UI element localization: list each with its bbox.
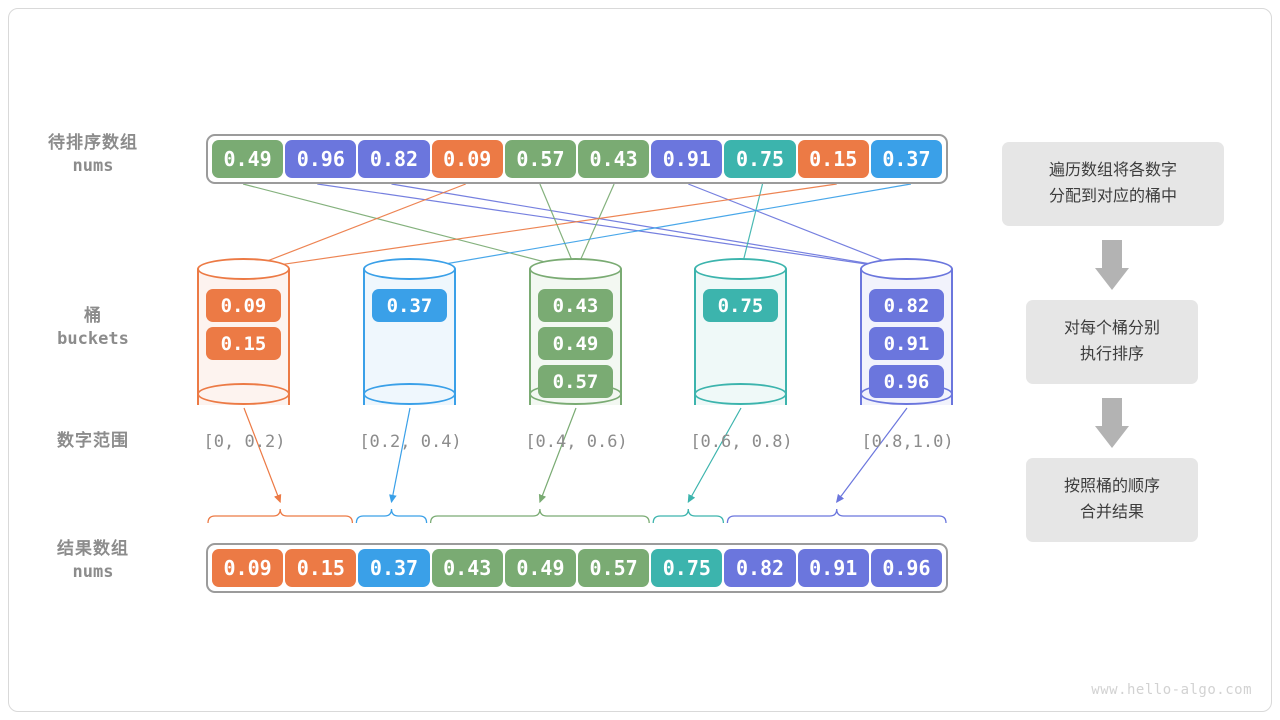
label-input-array: 待排序数组 nums	[8, 132, 178, 178]
bucket-range-label: [0, 0.2)	[203, 432, 286, 452]
step-box-1-line1: 遍历数组将各数字	[1048, 161, 1177, 179]
canvas-border	[8, 8, 1272, 712]
array-cell: 0.91	[797, 549, 869, 587]
array-cell: 0.57	[578, 549, 650, 587]
bucket-value: 0.09	[206, 289, 281, 322]
array-cell: 0.96	[285, 140, 357, 178]
label-result-array-cn: 结果数组	[57, 539, 129, 558]
watermark: www.hello-algo.com	[1091, 682, 1252, 698]
array-cell: 0.49	[504, 549, 577, 587]
bucket-range-label: [0.4, 0.6)	[525, 432, 628, 452]
array-cell: 0.43	[578, 140, 650, 178]
bucket-value: 0.37	[372, 289, 447, 322]
array-cell: 0.91	[651, 140, 723, 178]
bucket-cylinder: 0.37	[363, 258, 456, 418]
bucket-top	[363, 258, 456, 280]
bucket-bottom	[197, 383, 290, 405]
label-buckets-cn: 桶	[84, 306, 102, 325]
bucket-range-label: [0.6, 0.8)	[690, 432, 793, 452]
label-result-array-mono: nums	[72, 561, 114, 582]
bucket-items: 0.37	[372, 289, 447, 322]
label-buckets: 桶 buckets	[8, 305, 178, 351]
label-number-range-cn: 数字范围	[57, 431, 129, 450]
label-input-array-cn: 待排序数组	[48, 133, 138, 152]
label-buckets-mono: buckets	[57, 328, 129, 349]
bucket-top	[529, 258, 622, 280]
array-cell: 0.82	[724, 549, 796, 587]
array-cell: 0.49	[212, 140, 284, 178]
step-box-3-line2: 合并结果	[1079, 504, 1144, 521]
array-cell: 0.09	[212, 549, 284, 587]
step-box-1: 遍历数组将各数字 分配到对应的桶中	[1002, 142, 1224, 226]
bucket-value: 0.49	[538, 327, 613, 360]
array-cell: 0.37	[358, 549, 430, 587]
step-box-2: 对每个桶分别 执行排序	[1026, 300, 1198, 384]
bucket-cylinder: 0.43 0.49 0.57	[529, 258, 622, 418]
bucket-top	[197, 258, 290, 280]
label-input-array-mono: nums	[72, 155, 114, 176]
label-result-array: 结果数组 nums	[8, 538, 178, 584]
step-box-1-line2: 分配到对应的桶中	[1048, 188, 1177, 205]
bucket-items: 0.75	[703, 289, 778, 322]
bucket-items: 0.82 0.91 0.96	[869, 289, 944, 398]
bucket-value: 0.57	[538, 365, 613, 398]
array-cell: 0.15	[797, 140, 869, 178]
step-box-2-line1: 对每个桶分别	[1063, 319, 1160, 337]
bucket-value: 0.91	[869, 327, 944, 360]
array-cell: 0.82	[358, 140, 430, 178]
step-box-3-line1: 按照桶的顺序	[1063, 477, 1160, 495]
bucket-top	[694, 258, 787, 280]
bucket-top	[860, 258, 953, 280]
bucket-bottom	[694, 383, 787, 405]
bucket-range-label: [0.2, 0.4)	[359, 432, 462, 452]
step-box-3: 按照桶的顺序 合并结果	[1026, 458, 1198, 542]
bucket-value: 0.96	[869, 365, 944, 398]
array-cell: 0.15	[285, 549, 357, 587]
array-cell: 0.43	[431, 549, 503, 587]
bucket-value: 0.15	[206, 327, 281, 360]
bucket-value: 0.75	[703, 289, 778, 322]
bucket-items: 0.09 0.15	[206, 289, 281, 360]
array-cell: 0.37	[870, 140, 943, 178]
array-cell: 0.75	[724, 140, 796, 178]
bucket-cylinder: 0.75	[694, 258, 787, 418]
bucket-cylinder: 0.82 0.91 0.96	[860, 258, 953, 418]
bucket-range-label: [0.8,1.0)	[861, 432, 954, 452]
array-cell: 0.09	[431, 140, 503, 178]
array-cell: 0.96	[870, 549, 943, 587]
step-box-2-line2: 执行排序	[1079, 346, 1144, 363]
array-cell: 0.75	[651, 549, 723, 587]
array-cell: 0.57	[504, 140, 577, 178]
bucket-bottom	[363, 383, 456, 405]
bucket-value: 0.82	[869, 289, 944, 322]
bucket-value: 0.43	[538, 289, 613, 322]
bucket-cylinder: 0.09 0.15	[197, 258, 290, 418]
bucket-items: 0.43 0.49 0.57	[538, 289, 613, 398]
label-number-range: 数字范围	[8, 430, 178, 453]
